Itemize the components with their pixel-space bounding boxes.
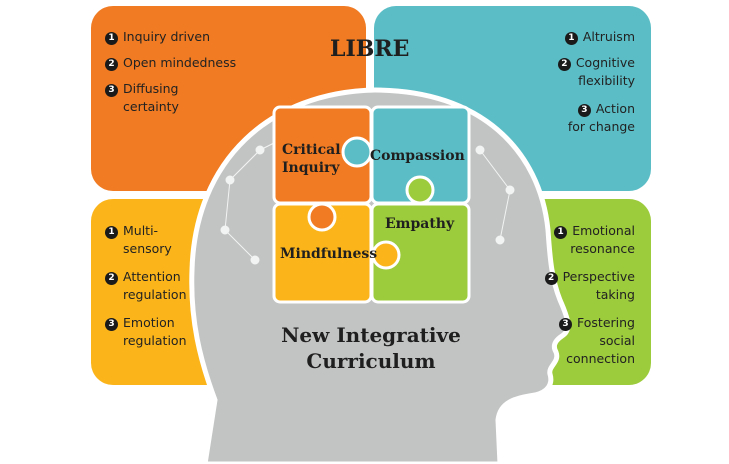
number-badge: 2 [105, 272, 118, 285]
item-text: Emotion [123, 315, 175, 330]
item-text: flexibility [578, 73, 635, 88]
label-line: Critical [282, 142, 341, 158]
item-text: Multi- [123, 223, 159, 238]
list-item: 1 Altruism [564, 28, 635, 46]
number-badge: 3 [577, 104, 591, 117]
subtitle-line: Curriculum [306, 349, 436, 373]
item-text: taking [595, 287, 635, 302]
item-text: regulation [123, 287, 187, 302]
item-text: for change [567, 119, 635, 134]
empathy-label: Empathy [385, 216, 455, 232]
item-text: Inquiry driven [123, 29, 211, 44]
number-badge: 3 [559, 318, 573, 331]
list-item: 2 Cognitive flexibility [557, 54, 635, 90]
list-item: 2 Open mindedness [105, 54, 236, 72]
number-badge: 1 [105, 226, 118, 239]
subtitle-line: New Integrative [281, 323, 461, 347]
number-badge: 1 [564, 32, 578, 45]
item-text: social [599, 333, 635, 348]
list-item: 1 Multi-sensory [105, 222, 172, 258]
mindfulness-label: Mindfulness [280, 246, 378, 262]
list-item: 3 Action for change [568, 100, 635, 136]
item-text: Action [595, 101, 635, 116]
item-text: Open mindedness [123, 55, 237, 70]
item-text: resonance [570, 241, 635, 256]
number-badge: 2 [544, 272, 558, 285]
number-badge: 3 [105, 318, 118, 331]
item-text: Altruism [582, 29, 635, 44]
item-text: Cognitive [575, 55, 635, 70]
number-badge: 2 [105, 58, 118, 71]
item-text: certainty [123, 99, 179, 114]
item-text: connection [566, 351, 635, 366]
item-text: regulation [123, 333, 187, 348]
item-text: Perspective [562, 269, 635, 284]
list-item: 2 Attention regulation [105, 268, 187, 304]
list-item: 3 Fostering social connection [559, 314, 635, 368]
item-text: Emotional [572, 223, 635, 238]
item-text: Attention [123, 269, 181, 284]
number-badge: 1 [554, 226, 568, 239]
number-badge: 3 [105, 84, 118, 97]
item-text: Diffusing [123, 81, 179, 96]
list-item: 3 Diffusing certainty [105, 80, 179, 116]
label-line: Inquiry [282, 160, 340, 176]
list-item: 1 Emotional resonance [554, 222, 635, 258]
list-item: 2 Perspective taking [544, 268, 635, 304]
title: LIBRE [330, 36, 410, 62]
compassion-label: Compassion [370, 148, 465, 164]
item-text: sensory [123, 241, 172, 256]
list-item: 1 Inquiry driven [105, 28, 210, 46]
number-badge: 1 [105, 32, 118, 45]
item-text: Fostering [577, 315, 635, 330]
number-badge: 2 [557, 58, 571, 71]
list-item: 3 Emotion regulation [105, 314, 187, 350]
